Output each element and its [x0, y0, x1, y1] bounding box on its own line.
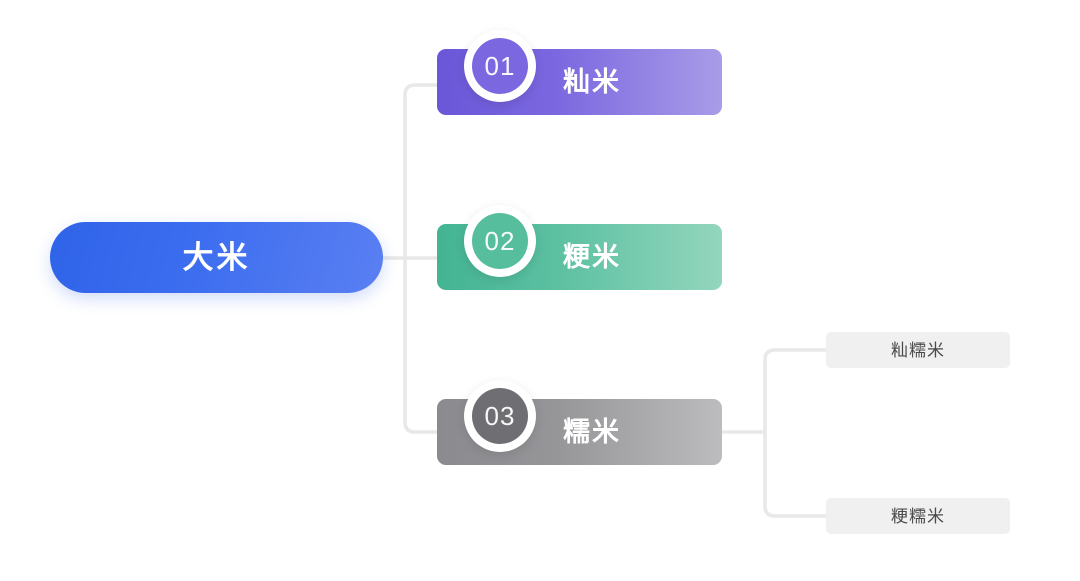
- branch-node-2[interactable]: 02 粳米: [437, 205, 722, 290]
- branch-node-3[interactable]: 03 糯米: [437, 380, 722, 465]
- leaf-node-label-1: 籼糯米: [891, 340, 945, 360]
- branch-badge-circle-2: 02: [472, 213, 528, 269]
- branch-badge-circle-1: 01: [472, 38, 528, 94]
- branch-node-1[interactable]: 01 籼米: [437, 30, 722, 115]
- branch-node-label-2: 粳米: [563, 241, 621, 272]
- connector-to-leaf-2: [763, 430, 828, 518]
- branch-number-badge-1: 01: [464, 30, 536, 102]
- leaf-node-1[interactable]: 籼糯米: [826, 332, 1010, 368]
- branch-number-3: 03: [484, 401, 516, 431]
- branch-number-2: 02: [484, 226, 516, 256]
- branch-number-1: 01: [484, 51, 516, 81]
- branch-badge-circle-3: 03: [472, 388, 528, 444]
- branch-number-badge-3: 03: [464, 380, 536, 452]
- branch-node-label-3: 糯米: [563, 416, 621, 447]
- leaf-node-2[interactable]: 粳糯米: [826, 498, 1010, 534]
- connector-to-branch-3: [403, 256, 439, 434]
- root-node[interactable]: 大米: [50, 222, 383, 293]
- branch-node-label-1: 籼米: [563, 66, 621, 97]
- branch-number-badge-2: 02: [464, 205, 536, 277]
- leaf-node-label-2: 粳糯米: [891, 506, 945, 526]
- root-node-label: 大米: [182, 240, 251, 275]
- connector-to-branch-1: [403, 83, 439, 260]
- connector-to-leaf-1: [763, 348, 828, 434]
